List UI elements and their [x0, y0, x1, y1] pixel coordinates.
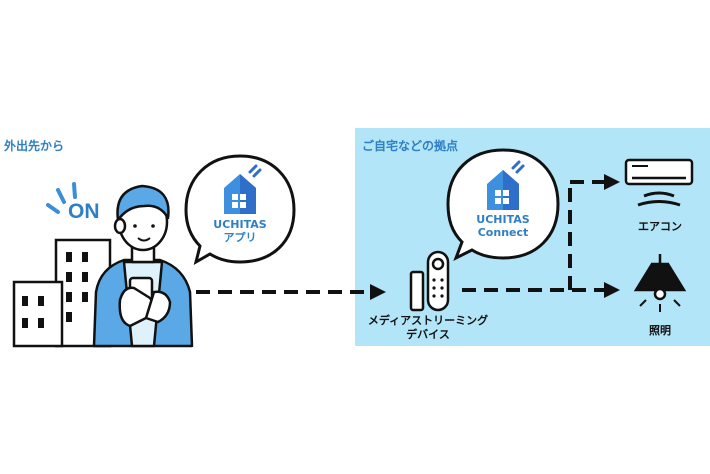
air-conditioner-icon	[624, 158, 694, 207]
device-label-line2: デバイス	[406, 328, 450, 341]
device-label-line1: メディアストリーミング	[367, 314, 489, 327]
arrowhead-light	[604, 282, 620, 298]
pendant-light-icon	[633, 254, 687, 312]
on-burst-icon	[46, 182, 77, 214]
uchitas-app-logo-icon	[224, 164, 262, 214]
app-name: UCHITAS	[213, 218, 267, 231]
light-label: 照明	[649, 324, 671, 337]
uchitas-connect-logo-icon	[487, 160, 525, 210]
on-text: ON	[68, 200, 100, 223]
app-subname: アプリ	[223, 231, 257, 244]
person-illustration	[92, 184, 194, 348]
connect-bubble-text: UCHITAS Connect	[466, 213, 540, 239]
home-label: ご自宅などの拠点	[362, 139, 459, 153]
connect-name: UCHITAS	[476, 213, 530, 226]
arrowhead-aircon	[604, 174, 620, 190]
arrowhead-device	[370, 284, 386, 300]
device-label: メディアストリーミング デバイス	[360, 314, 496, 342]
away-label: 外出先から	[4, 139, 65, 153]
connect-subname: Connect	[477, 226, 529, 239]
aircon-label: エアコン	[638, 220, 682, 233]
app-bubble-text: UCHITAS アプリ	[206, 218, 274, 244]
arrows-to-appliances	[462, 180, 606, 292]
streaming-device-icon	[409, 250, 450, 312]
